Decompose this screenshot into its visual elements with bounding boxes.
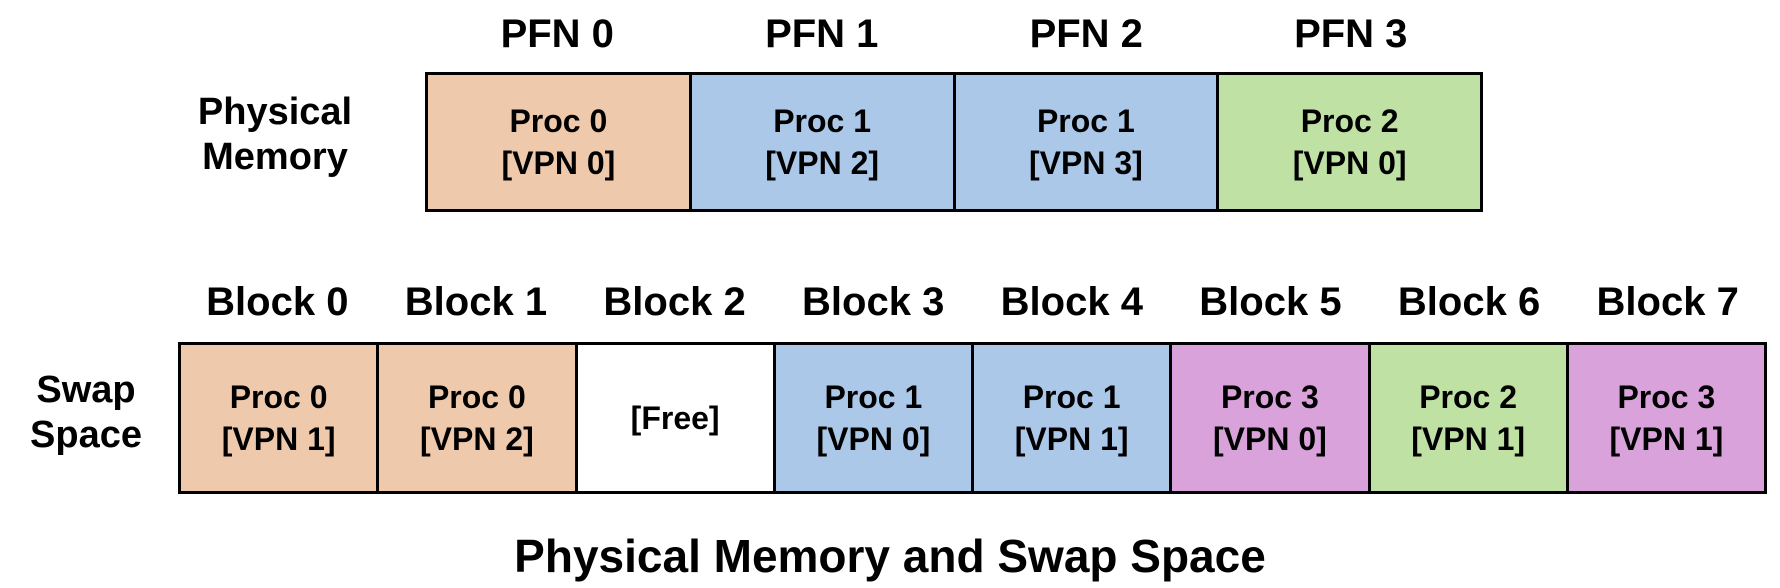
memory-frame-pfn3: Proc 2 [VPN 0] [1219, 75, 1480, 209]
block-vpn-label: [VPN 1] [1609, 421, 1724, 457]
block-vpn-label: [VPN 2] [419, 421, 534, 457]
frame-proc-label: Proc 0 [509, 103, 608, 139]
block-header-7: Block 7 [1596, 280, 1739, 324]
swap-space-label-line-2: Space [30, 414, 142, 456]
memory-frame-pfn1: Proc 1 [VPN 2] [691, 75, 956, 209]
swap-space-label-line-1: Swap [36, 369, 136, 411]
swap-block-5: Proc 3 [VPN 0] [1172, 345, 1371, 491]
frame-vpn-label: [VPN 0] [501, 145, 616, 181]
frame-proc-label: Proc 2 [1300, 103, 1399, 139]
swap-block-7: Proc 3 [VPN 1] [1568, 345, 1764, 491]
physical-memory-label: Physical Memory [140, 90, 410, 180]
memory-frame-pfn2: Proc 1 [VPN 3] [955, 75, 1220, 209]
block-proc-label: Proc 3 [1220, 379, 1319, 415]
block-header-0: Block 0 [206, 280, 349, 324]
block-proc-label: Proc 2 [1419, 379, 1518, 415]
block-free-label: [Free] [630, 400, 720, 436]
block-proc-label: Proc 3 [1617, 379, 1716, 415]
block-header-5: Block 5 [1199, 280, 1342, 324]
block-header-6: Block 6 [1397, 280, 1541, 324]
physical-memory-label-line-2: Memory [202, 136, 348, 178]
swap-block-0: Proc 0 [VPN 1] [181, 345, 380, 491]
block-vpn-label: [VPN 1] [221, 421, 336, 457]
swap-space-row: Proc 0 [VPN 1] Proc 0 [VPN 2] [Free] Pro… [178, 342, 1767, 494]
physical-memory-label-line-1: Physical [197, 91, 353, 133]
block-vpn-label: [VPN 0] [816, 421, 931, 457]
block-proc-label: Proc 1 [824, 379, 923, 415]
diagram-caption: Physical Memory and Swap Space [514, 530, 1266, 582]
block-header-2: Block 2 [603, 280, 746, 324]
swap-block-1: Proc 0 [VPN 2] [379, 345, 578, 491]
block-header-row: Block 0 Block 1 Block 2 Block 3 Block 4 … [178, 276, 1767, 328]
pfn-header-2: PFN 2 [1029, 12, 1143, 56]
frame-vpn-label: [VPN 2] [765, 145, 880, 181]
pfn-header-3: PFN 3 [1294, 12, 1408, 56]
frame-vpn-label: [VPN 3] [1028, 145, 1143, 181]
swap-block-4: Proc 1 [VPN 1] [974, 345, 1173, 491]
pfn-header-1: PFN 1 [765, 12, 879, 56]
frame-vpn-label: [VPN 0] [1292, 145, 1407, 181]
memory-frame-pfn0: Proc 0 [VPN 0] [428, 75, 692, 209]
block-proc-label: Proc 0 [427, 379, 526, 415]
block-header-3: Block 3 [802, 280, 945, 324]
swap-block-2: [Free] [577, 345, 776, 491]
block-proc-label: Proc 1 [1022, 379, 1121, 415]
block-vpn-label: [VPN 1] [1411, 421, 1526, 457]
block-header-1: Block 1 [404, 280, 548, 324]
pfn-header-row: PFN 0 PFN 1 PFN 2 PFN 3 [425, 8, 1483, 60]
frame-proc-label: Proc 1 [773, 103, 872, 139]
block-proc-label: Proc 0 [229, 379, 328, 415]
swap-block-3: Proc 1 [VPN 0] [775, 345, 974, 491]
swap-block-6: Proc 2 [VPN 1] [1370, 345, 1569, 491]
block-vpn-label: [VPN 1] [1014, 421, 1129, 457]
block-header-4: Block 4 [1000, 280, 1143, 324]
frame-proc-label: Proc 1 [1036, 103, 1135, 139]
pfn-header-0: PFN 0 [500, 12, 614, 56]
physical-memory-row: Proc 0 [VPN 0] Proc 1 [VPN 2] Proc 1 [VP… [425, 72, 1483, 212]
block-vpn-label: [VPN 0] [1212, 421, 1327, 457]
swap-space-label: Swap Space [0, 368, 172, 458]
